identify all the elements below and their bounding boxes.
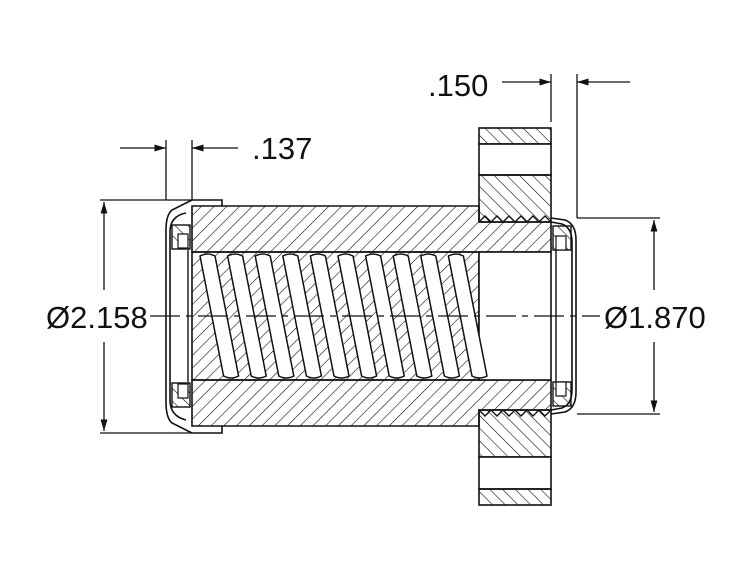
flange-bottom — [478, 409, 552, 506]
dimension-flange-width: .150 — [428, 68, 630, 218]
right-seal — [550, 217, 577, 415]
thread-teeth — [478, 215, 552, 417]
inner-diameter-label: Ø1.870 — [604, 300, 706, 335]
dimension-outer-diameter: Ø2.158 — [46, 199, 192, 434]
coil-turn — [309, 253, 350, 379]
outer-diameter-label: Ø2.158 — [46, 300, 148, 335]
dimension-seal-width: .137 — [120, 131, 312, 200]
seal-width-label: .137 — [252, 131, 312, 166]
dimension-inner-diameter: Ø1.870 — [577, 217, 706, 415]
coil-turn — [364, 253, 406, 379]
flange-width-label: .150 — [428, 68, 488, 103]
flange-top — [478, 127, 552, 223]
